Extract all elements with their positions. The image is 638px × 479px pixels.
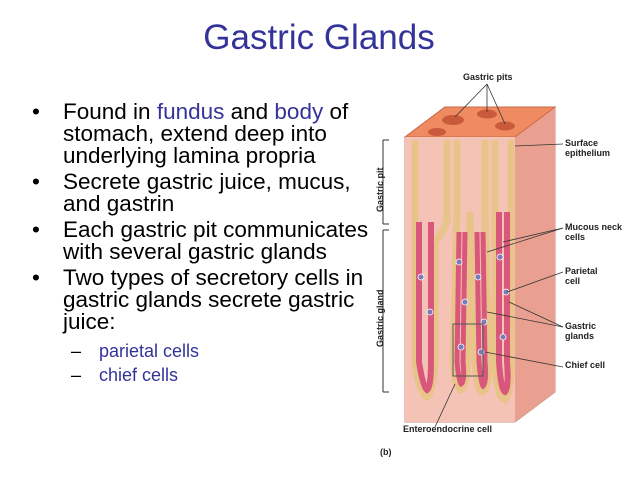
label-mucous-neck-cells: Mucous neck cells: [565, 222, 623, 242]
pit-opening: [428, 128, 446, 136]
cell-group: [417, 253, 510, 356]
leader-line: [486, 311, 564, 328]
leader-line: [514, 143, 564, 147]
leader-line: [486, 227, 564, 253]
parietal-cell-dot: [474, 273, 482, 281]
bullet-text: Secrete gastric juice, mucus, and gastri…: [63, 169, 351, 216]
gland-wall: [474, 231, 489, 390]
leader-line: [454, 83, 488, 118]
bullet-dot: •: [32, 169, 40, 194]
gland-wall: [416, 222, 434, 394]
bullet-item: • Secrete gastric juice, mucus, and gast…: [30, 169, 375, 216]
parietal-cell-dot: [417, 273, 425, 281]
sub-bullet-item: –chief cells: [63, 363, 375, 387]
bullet-item: • Found in fundus and body of stomach, e…: [30, 99, 375, 168]
parietal-cell-dot: [455, 258, 463, 266]
bullet-text-and: and: [224, 99, 275, 124]
dash-glyph: –: [71, 365, 82, 385]
pit-epithelium: [449, 140, 493, 396]
pit-epithelium: [491, 140, 515, 405]
label-gastric-pit-side: Gastric pit: [375, 167, 385, 212]
label-gastric-pits: Gastric pits: [463, 72, 513, 82]
bullet-item: • Two types of secretory cells in gastri…: [30, 265, 375, 387]
leader-line: [506, 271, 564, 293]
label-gastric-glands: Gastric glands: [565, 321, 597, 341]
parietal-cell-dot: [426, 308, 434, 316]
gland-wall: [454, 231, 468, 388]
label-panel: (b): [380, 447, 392, 457]
bullet-dot: •: [32, 99, 40, 124]
label-surface-epithelium: Surface epithelium: [565, 138, 611, 158]
mucosa-side-face: [515, 107, 555, 422]
keyword-body: body: [274, 99, 324, 124]
bullet-text-pre: Found in: [63, 99, 157, 124]
label-gastric-gland-side: Gastric gland: [375, 289, 385, 347]
keyword-fundus: fundus: [156, 99, 225, 124]
chief-cell-dot: [457, 343, 465, 351]
pit-opening: [442, 115, 464, 125]
bullet-list: • Found in fundus and body of stomach, e…: [30, 99, 375, 391]
sub-bullet-item: –parietal cells: [63, 339, 375, 363]
pit-opening: [477, 109, 497, 119]
dash-glyph: –: [71, 341, 82, 361]
slide-title: Gastric Glands: [203, 18, 435, 57]
leader-lines: [434, 83, 564, 428]
parietal-cell-dot: [496, 253, 504, 261]
leader-line: [502, 227, 564, 243]
label-enteroendocrine-cell: Enteroendocrine cell: [403, 424, 493, 434]
sub-bullet-list: –parietal cells –chief cells: [63, 339, 375, 387]
bullet-item: • Each gastric pit communicates with sev…: [30, 217, 375, 264]
pit-opening: [495, 121, 515, 131]
leader-line: [486, 83, 506, 125]
parietal-cell-dot: [502, 288, 510, 296]
bullet-text-rest: of stomach, extend deep into underlying …: [63, 99, 349, 168]
leader-line: [434, 383, 456, 428]
bullet-dot: •: [32, 217, 40, 242]
sub-bullet-text: parietal cells: [99, 341, 200, 361]
label-chief-cell: Chief cell: [565, 360, 606, 370]
bullet-text: Each gastric pit communicates with sever…: [63, 217, 369, 264]
gland-illustration: [382, 83, 564, 428]
gastric-gland-figure: Gastric pits Surface epithelium Mucous n…: [375, 62, 638, 479]
parietal-cell-dot: [461, 298, 469, 306]
detail-box: [452, 323, 484, 377]
parietal-cell-dot: [499, 333, 507, 341]
label-parietal-cell: Parietal cell: [565, 266, 598, 286]
gland-wall: [496, 212, 511, 396]
bullet-text: Two types of secretory cells in gastric …: [63, 265, 364, 334]
leader-line: [508, 301, 564, 328]
leader-line: [484, 351, 564, 368]
sub-bullet-text: chief cells: [99, 365, 179, 385]
bullet-dot: •: [32, 265, 40, 290]
